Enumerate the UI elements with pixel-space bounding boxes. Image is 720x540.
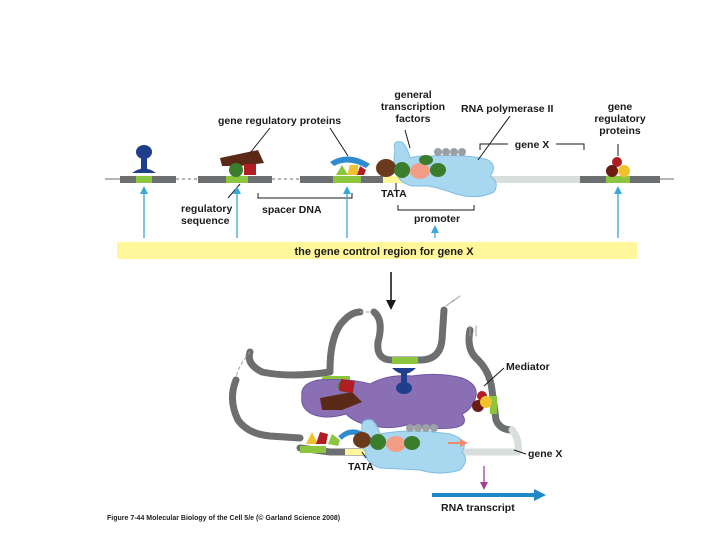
site-blue-bottom (392, 357, 418, 364)
label-spacer-dna: spacer DNA (262, 204, 322, 216)
label-tata: TATA (381, 188, 407, 200)
label-general-tf-3: factors (395, 113, 430, 125)
transcription-complex-bottom (306, 419, 468, 474)
figure-caption: Figure 7-44 Molecular Biology of the Cel… (107, 515, 341, 522)
regulatory-protein-cluster-left (220, 150, 264, 177)
label-regulatory-sequence-1: regulatory (181, 203, 233, 215)
regulatory-protein-cluster-mid (330, 156, 370, 175)
label-gene-reg-right-1: gene (608, 101, 633, 113)
transcription-arrow (480, 466, 488, 490)
pointer-mediator (483, 367, 505, 387)
label-gene-x-bottom: gene X (528, 448, 562, 460)
label-general-tf-1: general (394, 89, 431, 101)
pointer-gene-x-bottom (513, 449, 527, 455)
site-mid-bottom (300, 446, 326, 453)
control-region-banner (117, 242, 637, 259)
rna-transcript-arrow (432, 489, 546, 501)
label-gene-reg-right-2: regulatory (594, 113, 646, 125)
label-regulatory-sequence-2: sequence (181, 215, 230, 227)
pointer-tata-bottom (361, 451, 367, 459)
regulatory-protein-cluster-left-bottom (320, 378, 362, 410)
label-gene-x: gene X (515, 139, 549, 151)
label-gene-reg-right-3: proteins (599, 125, 641, 137)
transcription-complex-top (376, 141, 497, 198)
label-gene-regulatory-proteins: gene regulatory proteins (218, 115, 341, 127)
tata-bottom (345, 449, 383, 455)
pointer-lines-top (227, 115, 619, 199)
regulatory-protein-cluster-right-bottom (472, 391, 492, 412)
dna-strand-top (105, 176, 674, 183)
label-tata-bottom: TATA (348, 461, 374, 473)
site-right-bottom (490, 396, 497, 414)
gene-x-bracket (479, 143, 585, 150)
label-rna-polymerase: RNA polymerase II (461, 103, 553, 115)
label-control-region: the gene control region for gene X (294, 246, 474, 258)
regulatory-protein-cluster-right (606, 157, 630, 177)
regulatory-protein-blue (132, 145, 156, 173)
label-mediator: Mediator (506, 361, 550, 373)
spacer-dna-bracket (257, 193, 353, 199)
promoter-bracket (397, 205, 475, 211)
transition-arrow (386, 272, 396, 310)
label-promoter: promoter (414, 213, 460, 225)
label-general-tf-2: transcription (381, 101, 445, 113)
site-arrows (140, 186, 622, 238)
label-rna-transcript: RNA transcript (441, 502, 515, 514)
regulatory-protein-blue-bottom (392, 368, 416, 394)
